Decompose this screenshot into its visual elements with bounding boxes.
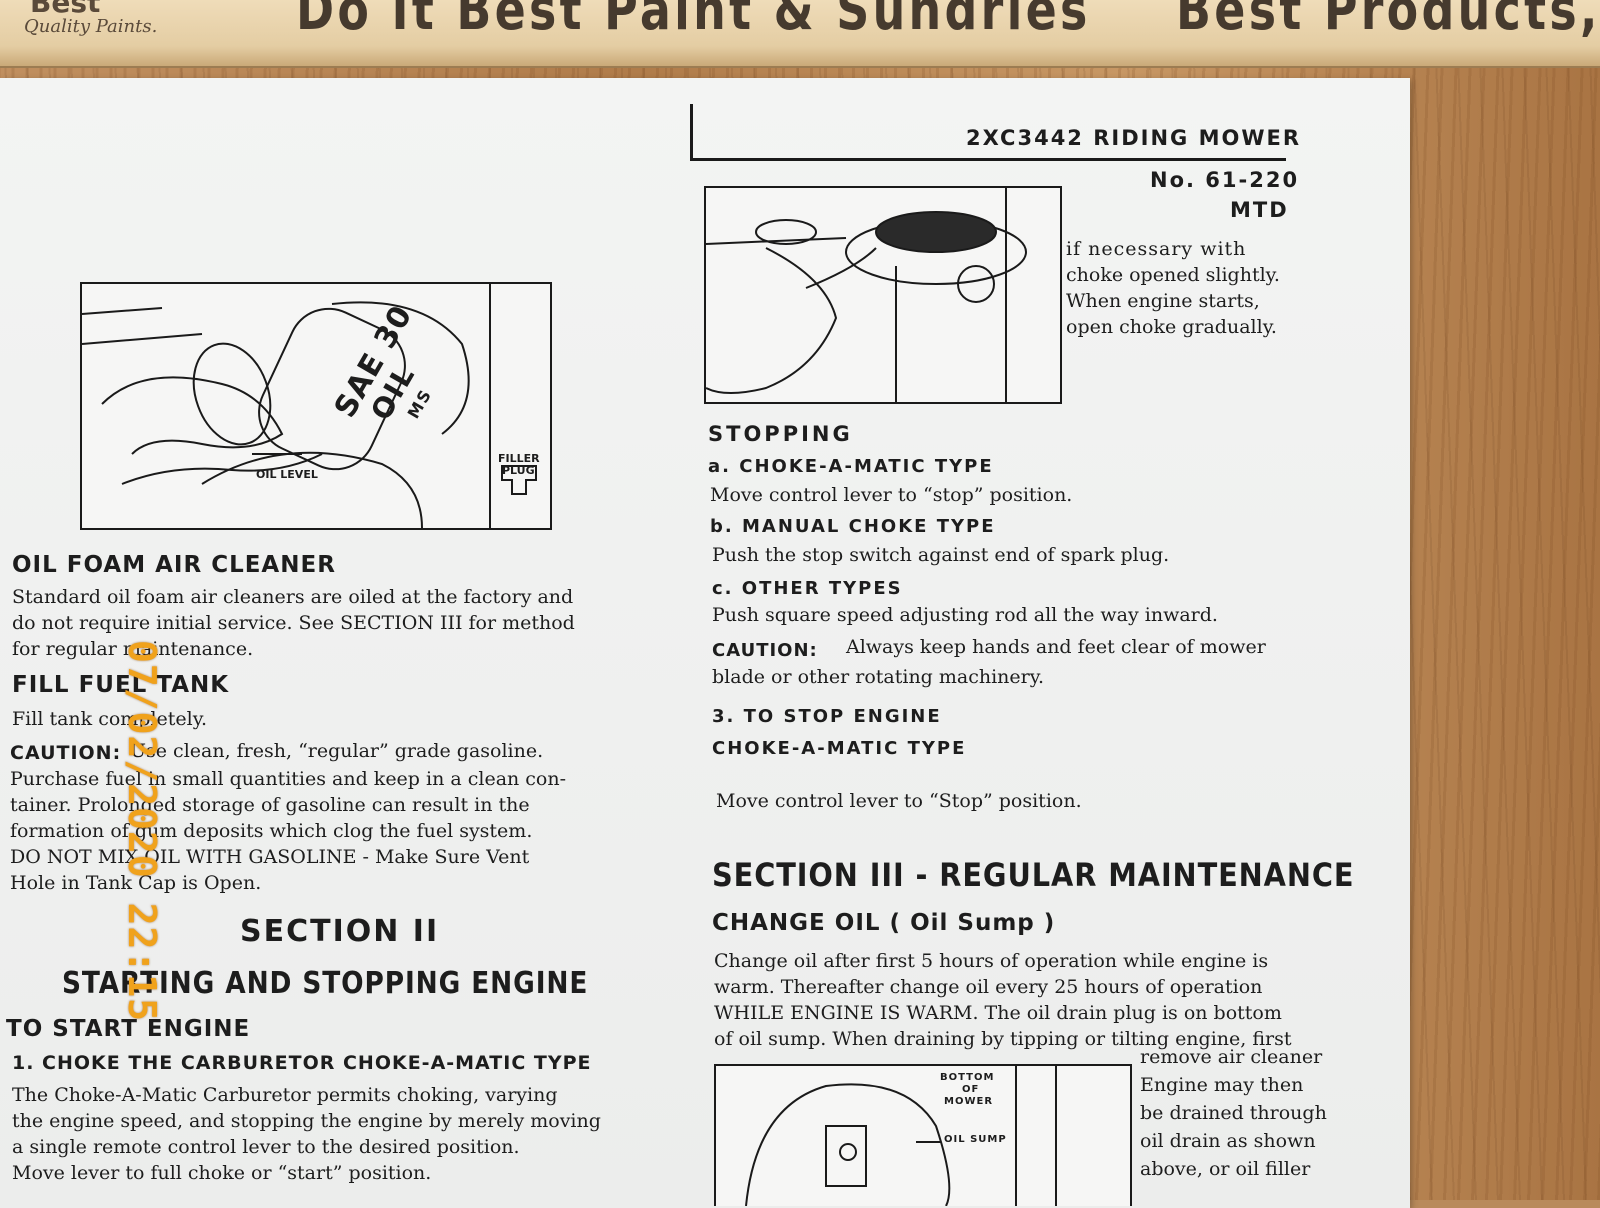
- sump-side-line-3: be drained through: [1140, 1102, 1327, 1124]
- change-oil-heading: CHANGE OIL ( Oil Sump ): [712, 910, 1056, 936]
- oil-sump-drawing: [745, 1066, 1057, 1206]
- stopping-caution-text: Always keep hands and feet clear of mowe…: [846, 636, 1266, 658]
- sump-side-line-4: oil drain as shown: [1140, 1130, 1316, 1152]
- choke-illustration: [704, 186, 1062, 404]
- start-line-1: The Choke-A-Matic Carburetor permits cho…: [12, 1084, 558, 1106]
- change-oil-line-3: WHILE ENGINE IS WARM. The oil drain plug…: [714, 1002, 1282, 1024]
- stopping-c-text: Push square speed adjusting rod all the …: [712, 604, 1218, 626]
- stopping-heading: STOPPING: [708, 422, 853, 446]
- choke-side-line-1: if necessary with: [1066, 238, 1247, 260]
- change-oil-line-1: Change oil after first 5 hours of operat…: [714, 950, 1269, 972]
- fuel-caution-first: Use clean, fresh, “regular” grade gasoli…: [130, 740, 544, 762]
- step-1-heading: 1. CHOKE THE CARBURETOR CHOKE-A-MATIC TY…: [12, 1052, 592, 1074]
- stopping-b-heading: b. MANUAL CHOKE TYPE: [710, 516, 996, 537]
- stick-text-right: Best Products, C: [1176, 0, 1600, 43]
- fuel-caution-line-1: Purchase fuel in small quantities and ke…: [10, 768, 567, 790]
- choke-side-line-2: choke opened slightly.: [1066, 264, 1280, 286]
- fuel-heading: FILL FUEL TANK: [12, 672, 230, 698]
- header-rule-vertical: [690, 104, 693, 160]
- oil-sump-illustration: BOTTOM OF MOWER OIL SUMP: [714, 1064, 1132, 1206]
- header-rule-horizontal: [690, 158, 1286, 161]
- oil-fill-illustration: SAE 30 OIL MS OIL LEVEL FILLER PLUG: [80, 282, 552, 530]
- paint-stir-stick: Best Quality Paints. Do It Best Paint & …: [0, 0, 1600, 68]
- stick-brand-tagline: Quality Paints.: [24, 16, 158, 37]
- oil-foam-heading: OIL FOAM AIR CLEANER: [12, 552, 336, 578]
- stick-text-left: Do It Best Paint & Sundries: [296, 0, 1091, 43]
- filler-label-1: FILLER: [498, 452, 540, 465]
- section-2-title: SECTION II: [240, 914, 440, 949]
- stopping-caution-text-2: blade or other rotating machinery.: [712, 666, 1044, 688]
- model-title: 2XC3442 RIDING MOWER: [966, 126, 1302, 150]
- fuel-caution-line-2: tainer. Prolonged storage of gasoline ca…: [10, 794, 530, 816]
- choke-side-line-3: When engine starts,: [1066, 290, 1260, 312]
- stick-brand-logo: Best: [30, 0, 101, 19]
- fig-bottom-label-1: BOTTOM: [940, 1072, 995, 1083]
- start-line-3: a single remote control lever to the des…: [12, 1136, 520, 1158]
- section-3-title: SECTION III - REGULAR MAINTENANCE: [712, 856, 1355, 894]
- fig-bottom-label-3: MOWER: [944, 1096, 994, 1107]
- fuel-caution-label: CAUTION:: [10, 742, 122, 764]
- fuel-line-1: Fill tank completely.: [12, 708, 207, 730]
- sump-side-line-2: Engine may then: [1140, 1074, 1304, 1096]
- stopping-caution-label: CAUTION:: [712, 640, 818, 661]
- start-line-4: Move lever to full choke or “start” posi…: [12, 1162, 432, 1184]
- start-line-2: the engine speed, and stopping the engin…: [12, 1110, 601, 1132]
- oil-level-label: OIL LEVEL: [256, 468, 318, 481]
- oil-foam-line-2: do not require initial service. See SECT…: [12, 612, 575, 634]
- fig-sump-label: OIL SUMP: [944, 1134, 1007, 1145]
- stopping-a-heading: a. CHOKE-A-MATIC TYPE: [708, 456, 994, 477]
- manual-page: 2XC3442 RIDING MOWER No. 61-220 MTD SAE …: [0, 78, 1410, 1208]
- timestamp-text: 07/02/2020 22:15: [120, 640, 164, 1023]
- change-oil-line-4: of oil sump. When draining by tipping or…: [714, 1028, 1292, 1050]
- fuel-caution-line-5: Hole in Tank Cap is Open.: [10, 872, 262, 894]
- camera-timestamp: 07/02/2020 22:15: [120, 640, 164, 1023]
- stopping-b-text: Push the stop switch against end of spar…: [712, 544, 1170, 566]
- choke-side-line-4: open choke gradually.: [1066, 316, 1277, 338]
- change-oil-line-2: warm. Thereafter change oil every 25 hou…: [714, 976, 1263, 998]
- fuel-caution-line-3: formation of gum deposits which clog the…: [10, 820, 533, 842]
- model-number: No. 61-220: [1150, 168, 1300, 192]
- stop-engine-heading: 3. TO STOP ENGINE: [712, 706, 942, 727]
- maker-label: MTD: [1230, 198, 1289, 222]
- fig-bottom-label-2: OF: [962, 1084, 980, 1095]
- to-start-heading: TO START ENGINE: [6, 1016, 251, 1042]
- oil-foam-line-1: Standard oil foam air cleaners are oiled…: [12, 586, 574, 608]
- section-2-subtitle: STARTING AND STOPPING ENGINE: [62, 966, 589, 1001]
- choke-drawing: [706, 188, 1027, 402]
- stop-engine-sub: CHOKE-A-MATIC TYPE: [712, 738, 967, 759]
- oil-fill-drawing: [82, 284, 537, 528]
- sump-side-line-1: remove air cleaner: [1140, 1046, 1323, 1068]
- filler-label-2: PLUG: [502, 464, 535, 477]
- stopping-c-heading: c. OTHER TYPES: [712, 578, 903, 599]
- oil-foam-line-3: for regular maintenance.: [12, 638, 254, 660]
- stopping-a-text: Move control lever to “stop” position.: [710, 484, 1073, 506]
- sump-side-line-5: above, or oil filler: [1140, 1158, 1311, 1180]
- fuel-caution-line-4: DO NOT MIX OIL WITH GASOLINE - Make Sure…: [10, 846, 530, 868]
- stop-engine-text: Move control lever to “Stop” position.: [716, 790, 1082, 812]
